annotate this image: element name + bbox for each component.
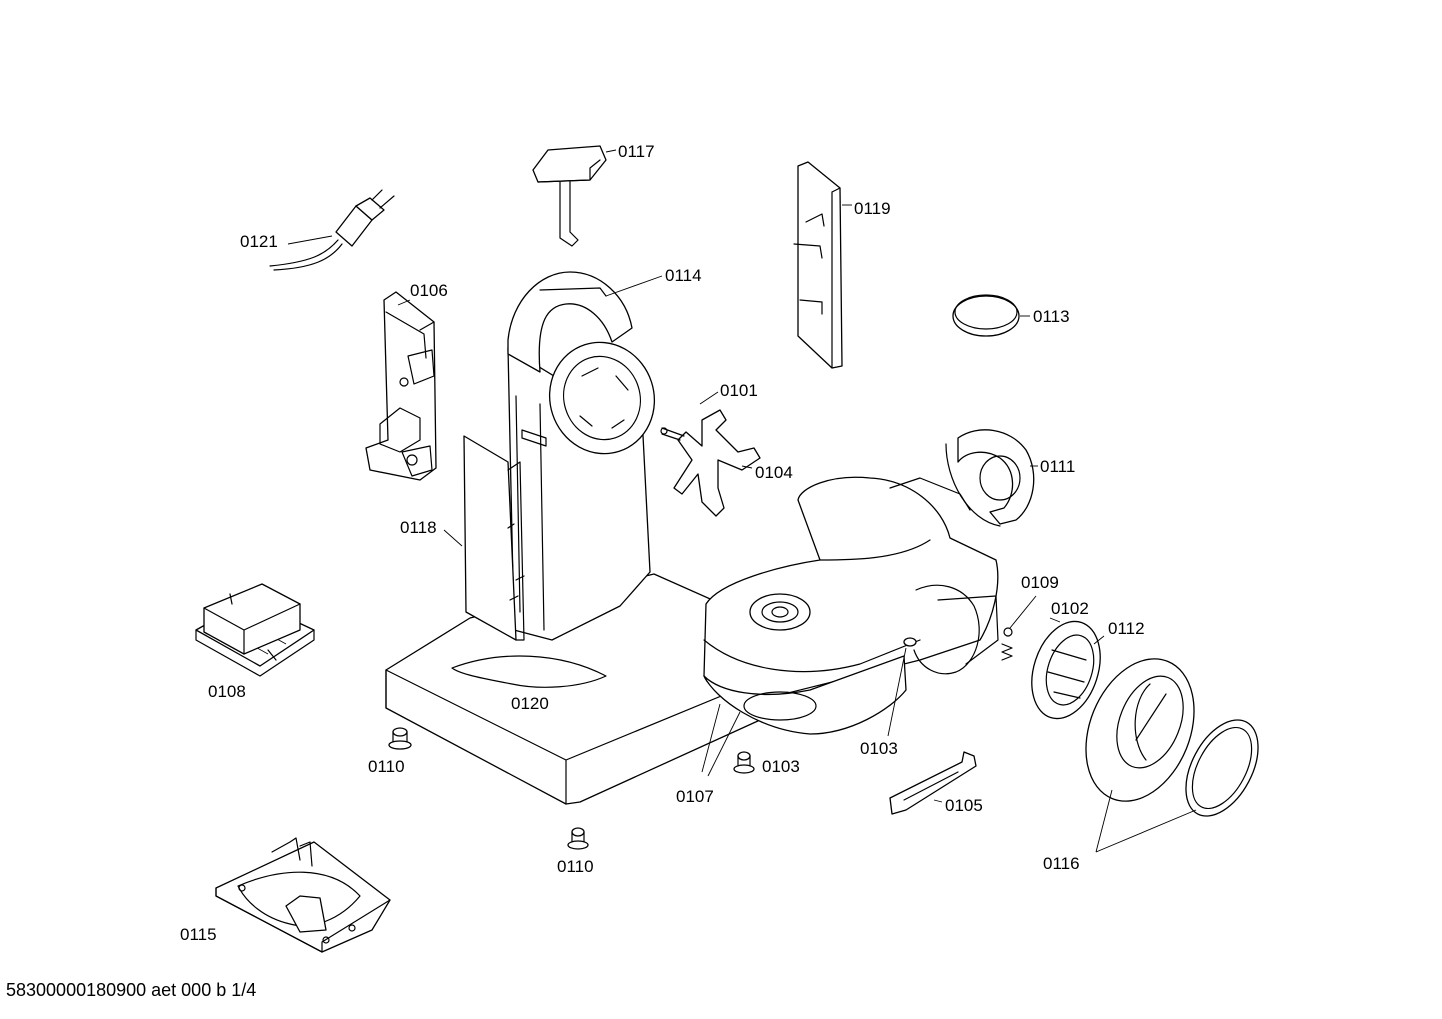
label-0114: 0114 (665, 266, 702, 285)
label-0104: 0104 (755, 463, 793, 482)
part-0102-0112-drawing (1031, 617, 1105, 720)
label-0102: 0102 (1051, 599, 1089, 618)
part-0105-drawing (889, 751, 977, 815)
label-0108: 0108 (208, 682, 246, 701)
part-0117-drawing (532, 145, 617, 247)
label-0103-b: 0103 (762, 757, 800, 776)
screw-0103a (733, 751, 755, 774)
part-0116-drawing (1085, 658, 1259, 853)
label-0111: 0111 (1040, 457, 1075, 476)
label-0116: 0116 (1043, 854, 1080, 873)
label-0115: 0115 (180, 925, 217, 944)
part-0109-drawing (1001, 595, 1037, 661)
part-0121-drawing (269, 189, 395, 271)
label-0109: 0109 (1021, 573, 1059, 592)
label-0121: 0121 (240, 232, 278, 251)
part-0108-drawing (195, 583, 315, 677)
part-0119-drawing (793, 161, 852, 369)
label-0110-a: 0110 (368, 757, 405, 776)
label-0117: 0117 (618, 142, 655, 161)
label-0107: 0107 (676, 787, 714, 806)
part-screws-drawing (388, 637, 917, 850)
label-0105: 0105 (945, 796, 983, 815)
label-0103-a: 0103 (860, 739, 898, 758)
drawing-reference-footer: 58300000180900 aet 000 b 1/4 (6, 980, 257, 1000)
part-0114-0118-0120-drawing (385, 271, 781, 805)
part-labels: 0117 0119 0121 0114 0106 0113 0101 0104 … (180, 142, 1145, 944)
label-0120: 0120 (511, 694, 549, 713)
label-0119: 0119 (854, 199, 891, 218)
label-0113: 0113 (1033, 307, 1070, 326)
part-0107-drawing (701, 476, 999, 777)
label-0112: 0112 (1108, 619, 1145, 638)
label-0118: 0118 (400, 518, 437, 537)
part-0101-0104-drawing (660, 391, 761, 517)
screw-0103b (887, 637, 917, 737)
label-0101: 0101 (720, 381, 758, 400)
part-0111-drawing (945, 429, 1038, 527)
part-0113-drawing (952, 294, 1030, 337)
screw-0110b (567, 827, 589, 850)
label-0110-b: 0110 (557, 857, 594, 876)
part-0115-drawing (215, 837, 391, 953)
part-0106-drawing (365, 291, 437, 481)
label-0106: 0106 (410, 281, 448, 300)
screw-0110a (388, 727, 412, 750)
